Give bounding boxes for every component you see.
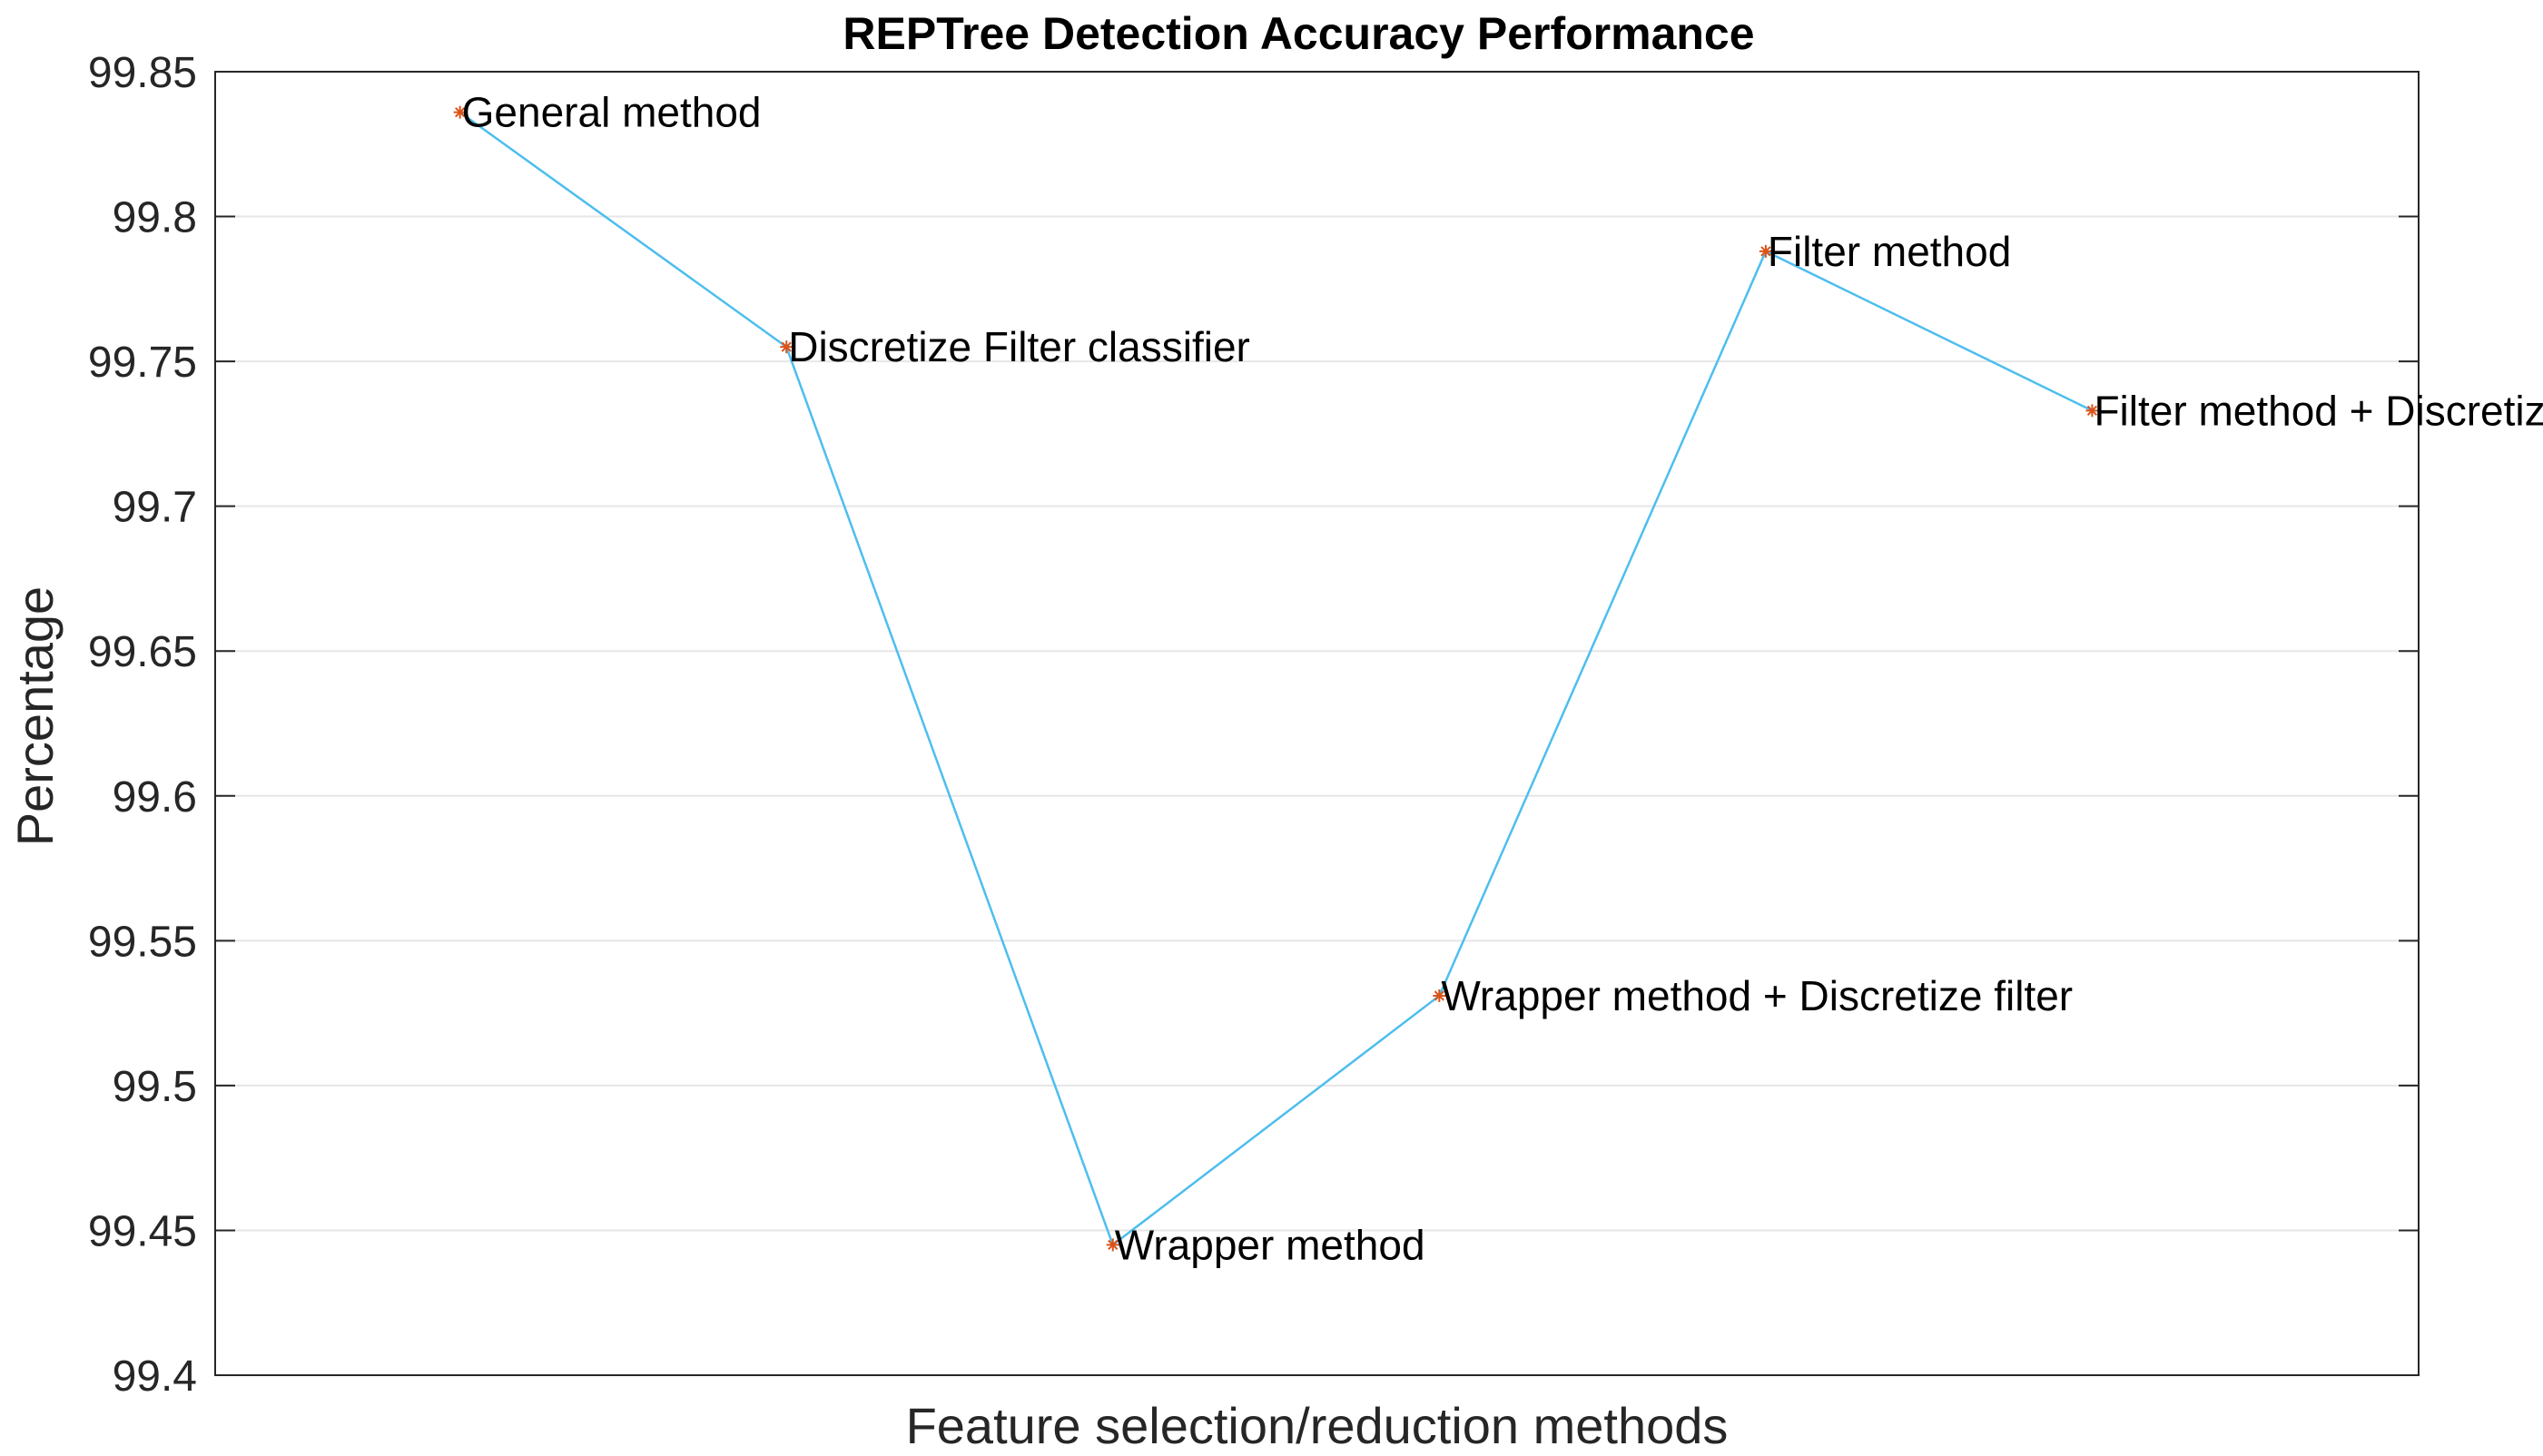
data-point-label: Discretize Filter classifier — [788, 323, 1250, 370]
y-axis-label: Percentage — [6, 586, 64, 846]
y-tick-label: 99.55 — [88, 918, 197, 966]
data-point-marker — [780, 340, 793, 354]
data-point-label: Wrapper method + Discretize filter — [1441, 972, 2073, 1019]
data-point-label: General method — [462, 89, 762, 136]
data-point-marker — [1433, 989, 1446, 1002]
data-point-label: Filter method — [1768, 228, 2011, 275]
x-axis-label: Feature selection/reduction methods — [906, 1397, 1729, 1454]
data-point-label: Filter method + Discretize filter — [2094, 387, 2543, 434]
data-point-marker — [1106, 1238, 1119, 1252]
y-tick-label: 99.75 — [88, 339, 197, 387]
y-tick-label: 99.4 — [113, 1353, 197, 1401]
y-axis-tick-labels: 99.4 99.45 99.5 99.55 99.6 99.65 99.7 99.75 99.8… — [88, 49, 197, 1401]
plot-area — [214, 71, 2420, 1376]
y-tick-label: 99.85 — [88, 49, 197, 97]
y-tick-label: 99.65 — [88, 628, 197, 676]
y-tick-label: 99.6 — [113, 773, 197, 821]
data-point-marker — [453, 105, 467, 119]
data-point-label: Wrapper method — [1115, 1221, 1425, 1268]
y-tick-label: 99.45 — [88, 1207, 197, 1255]
series-line — [458, 111, 2093, 1247]
chart-title: REPTree Detection Accuracy Performance — [843, 8, 1754, 59]
data-markers — [453, 105, 2099, 1252]
y-axis-ticks — [215, 71, 2419, 1376]
y-tick-label: 99.8 — [113, 194, 197, 242]
y-tick-label: 99.5 — [113, 1063, 197, 1111]
data-point-marker — [2085, 404, 2099, 418]
data-point-marker — [1759, 244, 1772, 258]
y-tick-label: 99.7 — [113, 484, 197, 532]
